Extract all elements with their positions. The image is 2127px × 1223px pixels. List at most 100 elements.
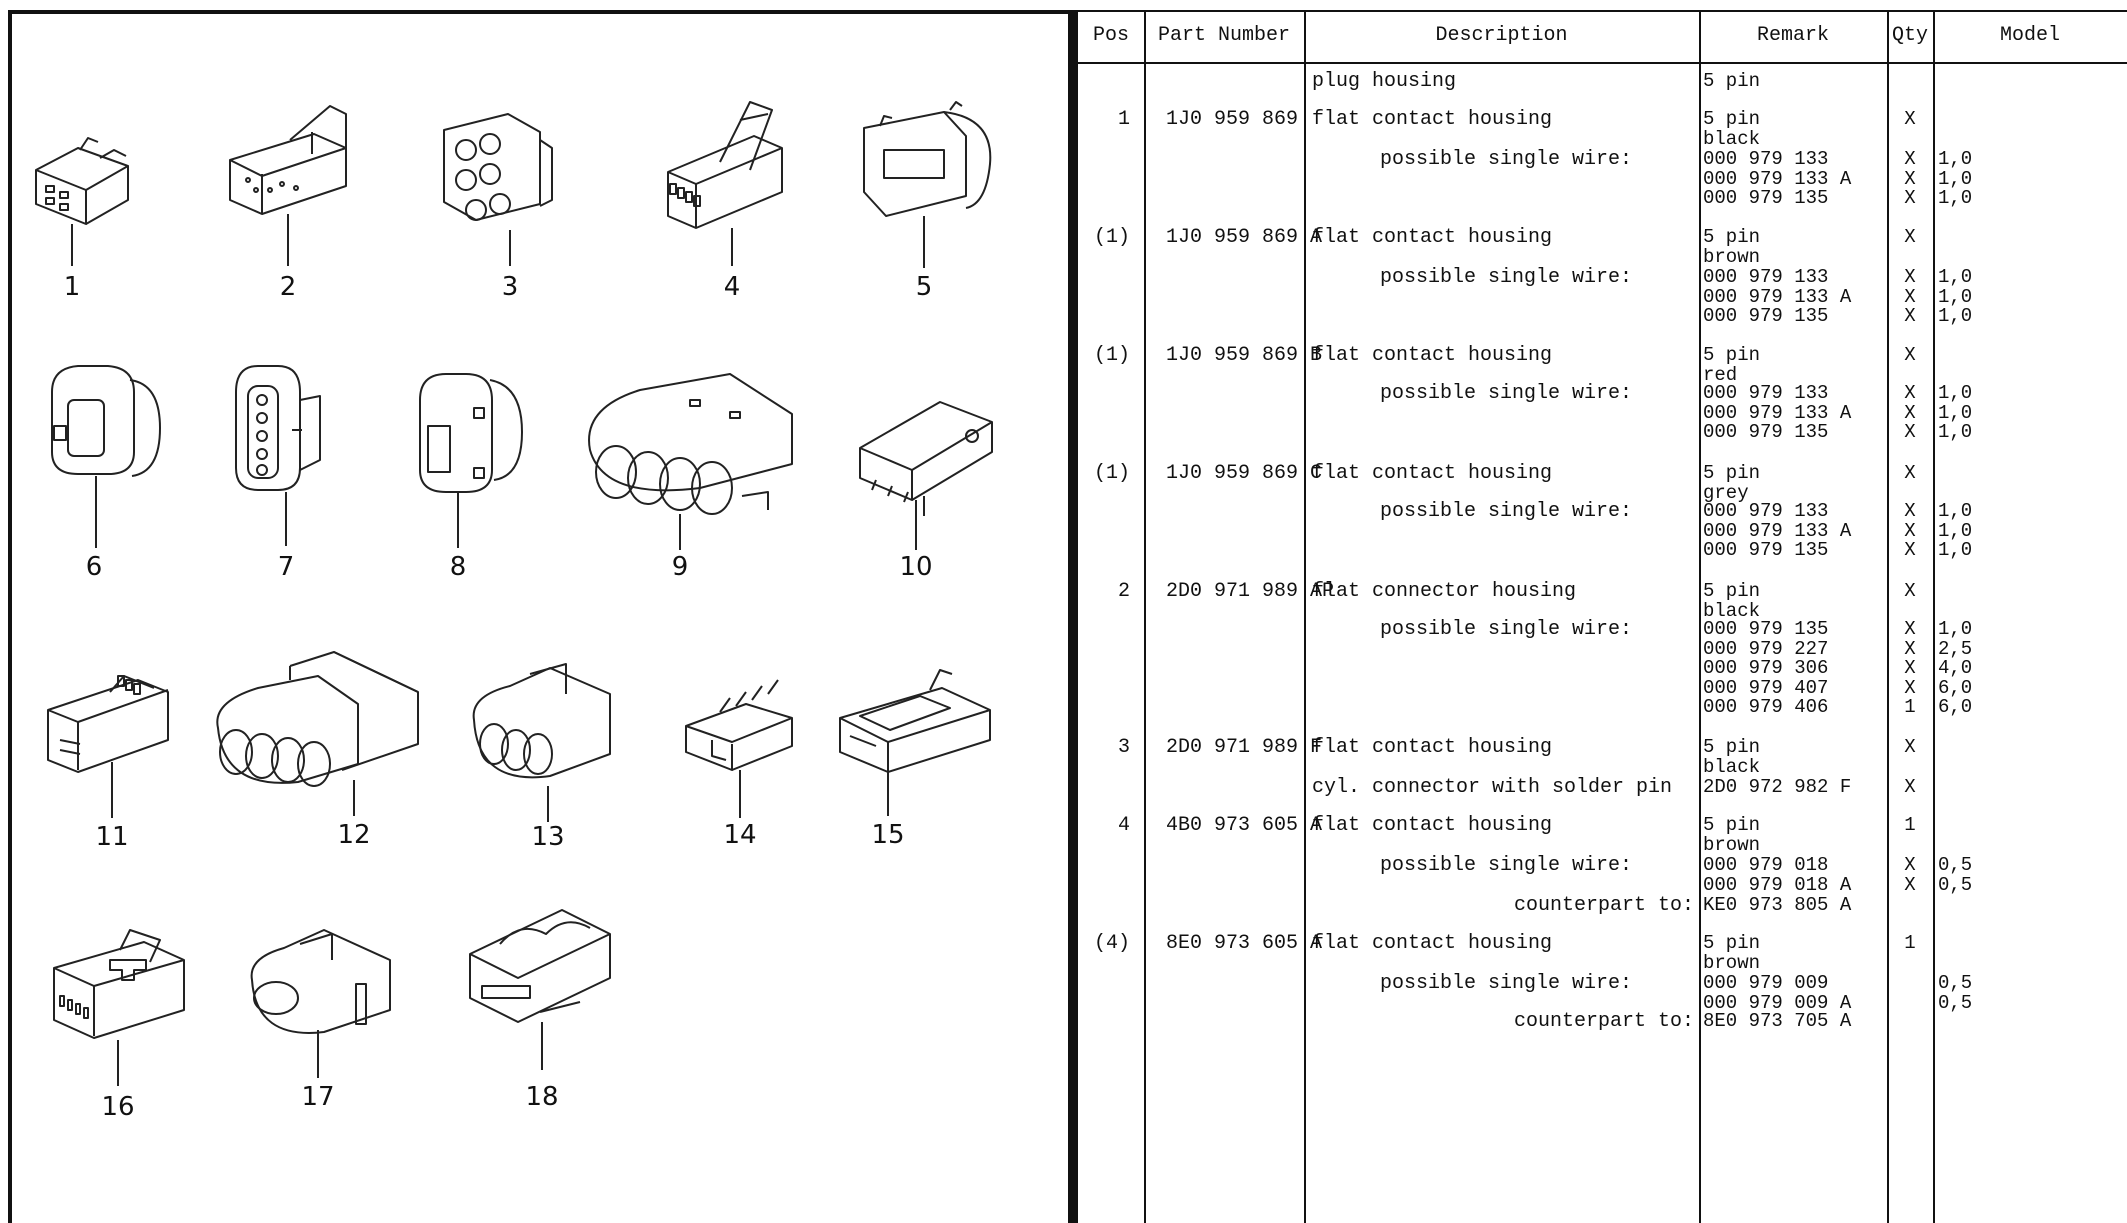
- row-remark: 000 979 133 A: [1703, 167, 1852, 190]
- row-qty: X: [1904, 854, 1916, 876]
- row-description: flat contact housing: [1312, 932, 1553, 955]
- connector-12-drawing: [216, 651, 419, 816]
- callout-15: 15: [871, 820, 905, 850]
- connector-11-drawing: [47, 675, 169, 818]
- row-remark: 5 pin: [1703, 344, 1761, 366]
- row-description: flat contact housing: [1312, 344, 1553, 367]
- row-remark: 000 979 306: [1703, 657, 1829, 680]
- row-model: 1,0: [1938, 148, 1973, 170]
- row-description: possible single wire:: [1380, 382, 1633, 405]
- row-pos: 4: [1117, 814, 1130, 837]
- row-part-number: 1J0 959 869 C: [1166, 462, 1323, 485]
- row-pos: 3: [1117, 736, 1130, 759]
- row-qty: X: [1904, 462, 1916, 484]
- row-remark: 000 979 135: [1703, 421, 1829, 444]
- connector-17-drawing: [250, 929, 391, 1078]
- row-qty: X: [1904, 266, 1916, 288]
- callout-9: 9: [671, 552, 689, 582]
- connector-5-drawing: [863, 101, 992, 268]
- row-remark: 000 979 133: [1703, 266, 1829, 288]
- row-description: possible single wire:: [1380, 618, 1633, 641]
- header-part-number: Part Number: [1157, 24, 1291, 47]
- row-model: 6,0: [1938, 696, 1973, 719]
- connector-13-drawing: [472, 663, 611, 822]
- row-part-number: 1J0 959 869 A: [1166, 226, 1323, 249]
- row-pos: (1): [1093, 344, 1130, 367]
- row-remark: 000 979 135: [1703, 618, 1829, 640]
- row-remark: 000 979 133 A: [1703, 285, 1852, 308]
- row-remark: 000 979 018: [1703, 854, 1829, 876]
- row-remark: brown: [1703, 833, 1761, 856]
- row-qty: X: [1904, 657, 1916, 680]
- row-remark: 5 pin: [1703, 932, 1761, 954]
- row-qty: X: [1904, 539, 1916, 562]
- row-qty: X: [1904, 637, 1916, 660]
- row-model: 1,0: [1938, 167, 1973, 190]
- row-description: possible single wire:: [1380, 148, 1633, 171]
- row-qty: X: [1904, 873, 1916, 896]
- row-description: counterpart to:: [1513, 894, 1694, 917]
- callout-11: 11: [95, 822, 129, 852]
- row-qty: X: [1904, 500, 1916, 522]
- row-model: 1,0: [1938, 382, 1973, 404]
- callout-10: 10: [899, 552, 933, 582]
- connector-2-drawing: [229, 105, 347, 266]
- row-qty: X: [1904, 580, 1916, 602]
- row-model: 0,5: [1938, 991, 1973, 1014]
- row-description: flat contact housing: [1312, 736, 1553, 759]
- row-qty: X: [1904, 401, 1916, 424]
- row-remark: 000 979 407: [1703, 676, 1829, 699]
- row-description: flat contact housing: [1312, 226, 1553, 249]
- row-remark: 5 pin: [1703, 736, 1761, 758]
- header-pos: Pos: [1092, 24, 1129, 47]
- connector-4-drawing: [667, 101, 783, 266]
- row-remark: red: [1703, 363, 1738, 386]
- row-model: 6,0: [1938, 676, 1973, 699]
- callout-6: 6: [85, 552, 103, 582]
- row-remark: 000 979 133 A: [1703, 401, 1852, 424]
- row-pos: 1: [1117, 108, 1130, 131]
- row-description: flat contact housing: [1312, 108, 1553, 131]
- row-remark: 5 pin: [1703, 462, 1761, 484]
- row-remark: 000 979 009: [1703, 972, 1829, 994]
- callout-12: 12: [337, 820, 371, 850]
- callout-3: 3: [501, 272, 519, 302]
- connector-18-drawing: [469, 909, 611, 1070]
- callout-1: 1: [63, 272, 81, 302]
- row-remark: 2D0 972 982 F: [1703, 776, 1852, 798]
- row-qty: X: [1904, 285, 1916, 308]
- connector-7-drawing: [235, 365, 321, 546]
- row-qty: X: [1904, 736, 1916, 758]
- row-remark: 000 979 133: [1703, 382, 1829, 404]
- row-part-number: 4B0 973 605 A: [1166, 814, 1323, 837]
- row-description: flat contact housing: [1312, 462, 1553, 485]
- row-qty: 1: [1904, 814, 1916, 836]
- row-description: possible single wire:: [1380, 854, 1633, 877]
- row-description: counterpart to:: [1513, 1010, 1694, 1033]
- row-remark: 000 979 133: [1703, 500, 1829, 522]
- row-qty: X: [1904, 421, 1916, 444]
- row-model: 1,0: [1938, 539, 1973, 562]
- row-remark: 5 pin: [1703, 580, 1761, 602]
- row-model: 1,0: [1938, 266, 1973, 288]
- row-part-number: 2D0 971 989 F: [1166, 736, 1323, 759]
- callout-17: 17: [301, 1082, 335, 1112]
- callout-8: 8: [449, 552, 467, 582]
- row-remark: 000 979 406: [1703, 696, 1829, 719]
- row-remark: brown: [1703, 951, 1761, 974]
- row-remark: 5 pin: [1703, 70, 1761, 92]
- callout-16: 16: [101, 1092, 135, 1122]
- illustration-frame: [8, 10, 1072, 1223]
- row-description: possible single wire:: [1380, 266, 1633, 289]
- frame-separator: [1072, 10, 1078, 1223]
- row-remark: black: [1703, 599, 1761, 622]
- row-model: 1,0: [1938, 519, 1973, 542]
- callout-2: 2: [279, 272, 297, 302]
- header-qty: Qty: [1891, 24, 1928, 47]
- row-qty: X: [1904, 148, 1916, 170]
- row-qty: X: [1904, 305, 1916, 328]
- row-qty: X: [1904, 676, 1916, 699]
- row-pos: (1): [1093, 226, 1130, 249]
- row-qty: X: [1904, 776, 1916, 798]
- callout-5: 5: [915, 272, 933, 302]
